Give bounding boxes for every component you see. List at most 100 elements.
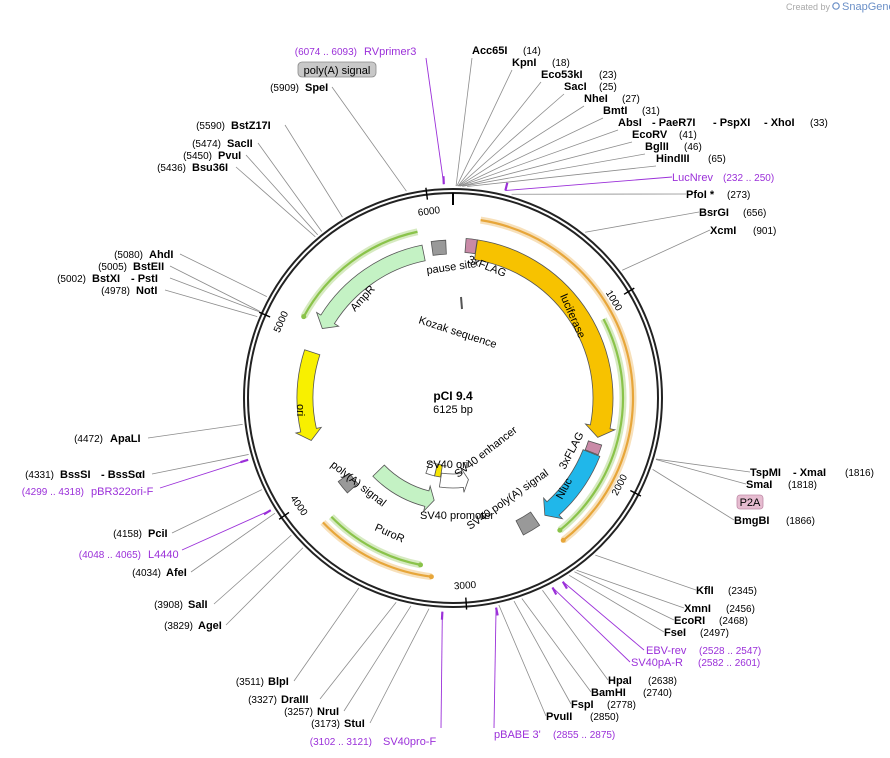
watermark-app: SnapGene	[842, 1, 890, 13]
site-name: AfeI	[166, 567, 187, 579]
primer-name: pBR322ori-F	[91, 486, 154, 498]
site-leader-line	[655, 459, 747, 485]
site-leader-line	[622, 229, 711, 271]
site-ahdi: (5080)AhdI	[114, 249, 173, 261]
feature-label-sv40-enhancer: SV40 enhancer	[452, 424, 519, 480]
site-pos: (5474)	[192, 139, 221, 150]
site-leader-line	[331, 86, 407, 192]
primer-pos: (6074 .. 6093)	[295, 47, 357, 58]
site-bstz17i: (5590) BstZ17I	[196, 120, 271, 132]
site-bmgbi: BmgBI(1866)	[734, 515, 815, 527]
site-spei: (5909) SpeI	[270, 82, 328, 94]
site-name: FseI	[664, 627, 686, 639]
tick-mark	[629, 489, 642, 497]
site-name: AbsI	[618, 117, 642, 129]
site-name: SalI	[188, 599, 208, 611]
p2a-label: P2A	[740, 497, 761, 509]
site-leader-line	[655, 458, 751, 473]
orf-line	[302, 230, 418, 318]
site-pos: (1866)	[786, 516, 815, 527]
site-leader-line	[574, 571, 675, 621]
site-pos: (4978)	[101, 286, 130, 297]
site-blpi: (3511) BlpI	[236, 676, 289, 688]
site-name-2: - BssSαI	[101, 469, 145, 481]
site-leader-line	[319, 601, 397, 700]
site-absi-group: AbsI - PaeR7I - PspXI - XhoI (33)	[618, 117, 828, 129]
primer-leader-line	[493, 607, 497, 729]
site-name: PvuII	[546, 711, 572, 723]
tick-mark	[278, 511, 290, 520]
site-name: BlpI	[268, 676, 289, 688]
site-pos: (31)	[642, 106, 660, 117]
site-pos: (3511)	[236, 677, 264, 688]
site-bamhi: BamHI(2740)	[591, 687, 672, 699]
primer-name: EBV-rev	[646, 645, 687, 657]
site-pos: (23)	[599, 70, 617, 81]
site-name: BamHI	[591, 687, 626, 699]
site-name-2: - PaeR7I	[652, 117, 695, 129]
primer-name: LucNrev	[672, 172, 713, 184]
site-leader-line	[467, 165, 657, 187]
site-pos: (18)	[552, 58, 570, 69]
site-name: PfoI *	[686, 189, 715, 201]
site-leader-line	[179, 253, 268, 297]
site-afei: (4034)AfeI	[132, 567, 187, 579]
site-leader-line	[169, 277, 260, 313]
tick-mark	[623, 287, 635, 295]
site-pos: (1818)	[788, 480, 817, 491]
site-pos: (4472)	[74, 434, 103, 445]
site-name: PciI	[148, 528, 168, 540]
site-name: ApaLI	[110, 433, 141, 445]
orf-end	[418, 562, 424, 568]
site-xmni: XmnI(2456)	[684, 603, 755, 615]
site-pos: (5590)	[196, 121, 225, 132]
orf-end	[560, 537, 566, 543]
site-name: SacII	[227, 138, 253, 150]
primer-leader-line	[505, 176, 673, 191]
site-pvuii: PvuII(2850)	[546, 711, 619, 723]
site-pos: (1816)	[845, 468, 874, 479]
site-pos: (901)	[753, 226, 776, 237]
tick-mark	[465, 597, 468, 610]
primer-marker	[561, 581, 568, 590]
site-name: HindIII	[656, 153, 690, 165]
site-leader-line	[147, 424, 243, 439]
site-name: SpeI	[305, 82, 328, 94]
site-name: BglII	[645, 141, 669, 153]
feature-shape	[430, 239, 447, 256]
site-pos: (3829)	[164, 621, 193, 632]
site-name-3: - PspXI	[713, 117, 750, 129]
orf-end	[557, 527, 563, 533]
site-stui: (3173)StuI	[311, 718, 365, 730]
primer-ebv-rev: EBV-rev(2528 .. 2547)	[646, 645, 761, 657]
site-pos: (3173)	[311, 719, 340, 730]
primer-name: pBABE 3'	[494, 729, 541, 741]
site-leader-line	[293, 587, 360, 682]
site-name: DraIII	[281, 694, 309, 706]
site-bsrgi: BsrGI(656)	[699, 207, 766, 219]
site-leader-line	[245, 154, 318, 236]
primer-leader-line	[440, 611, 443, 729]
site-sacii: (5474) SacII	[192, 138, 253, 150]
site-leader-line	[455, 57, 473, 187]
site-agei: (3829)AgeI	[164, 620, 222, 632]
orf-line	[480, 219, 635, 542]
site-leader-line	[164, 289, 258, 317]
site-kfli: KflI(2345)	[696, 585, 757, 597]
site-name: BstZ17I	[231, 120, 271, 132]
site-pos: (5909)	[270, 83, 299, 94]
site-pos: (25)	[599, 82, 617, 93]
site-bsu36i: (5436)Bsu36I	[157, 162, 228, 174]
site-leader-line	[460, 129, 619, 187]
site-name: NotI	[136, 285, 157, 297]
feature-shape	[474, 239, 617, 438]
site-name: PvuI	[218, 150, 241, 162]
primer-leader-line	[181, 509, 271, 551]
site-name: HpaI	[608, 675, 632, 687]
site-leader-line	[462, 153, 646, 187]
site-pcii: (4158)PciI	[113, 528, 167, 540]
primer-leader-line	[159, 459, 249, 489]
feature-layer	[294, 238, 617, 536]
